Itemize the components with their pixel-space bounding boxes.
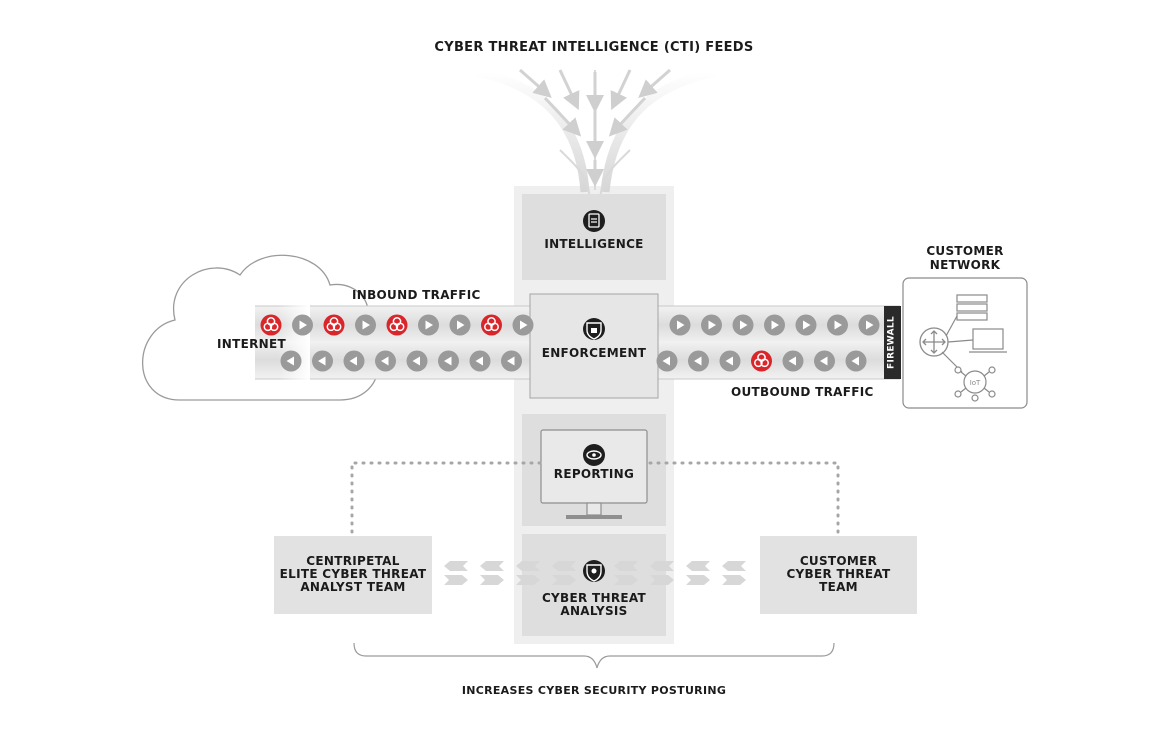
firewall-label: FIREWALL	[886, 316, 897, 369]
outbound-token-arrow	[406, 350, 428, 372]
exchange-arrow	[444, 575, 468, 585]
inbound-token-threat	[481, 314, 502, 336]
outbound-token-threat	[751, 350, 772, 372]
inbound-token-arrow	[858, 314, 880, 336]
outbound-token-arrow	[814, 350, 835, 372]
enforcement-icon	[583, 318, 605, 340]
analysis-panel	[522, 534, 666, 636]
exchange-arrow	[650, 575, 674, 585]
enforcement-box	[529, 293, 659, 399]
iot-icon	[941, 351, 996, 402]
laptop-icon	[947, 328, 1007, 353]
centripetal-team-line3: ANALYST TEAM	[300, 580, 406, 594]
exchange-arrow	[686, 575, 710, 585]
customer-network-label-line1: CUSTOMER	[926, 244, 1004, 258]
internet-label: INTERNET	[217, 337, 286, 351]
centripetal-team-box	[274, 536, 432, 614]
inbound-token-arrow	[512, 314, 534, 336]
inbound-token-threat	[323, 314, 345, 336]
inbound-token-arrow	[355, 314, 376, 336]
exchange-arrow	[480, 575, 504, 585]
exchange-arrow	[722, 561, 746, 571]
inbound-token-threat	[260, 314, 282, 336]
exchange-arrow	[516, 575, 540, 585]
inbound-token-arrow	[764, 314, 785, 336]
customer-team-line1: CUSTOMER	[799, 554, 878, 568]
intelligence-box	[522, 194, 666, 280]
inbound-token-arrow	[732, 314, 754, 336]
customer-team-line3: TEAM	[819, 580, 858, 594]
centripetal-team-line2: ELITE CYBER THREAT	[279, 567, 427, 581]
outbound-token-arrow	[312, 350, 333, 372]
dotted-loop-left	[350, 461, 542, 534]
inbound-token-arrow	[449, 314, 471, 336]
cti-feeds-title: CYBER THREAT INTELLIGENCE (CTI) FEEDS	[434, 40, 754, 55]
outbound-token-arrow	[719, 350, 741, 372]
firewall-bar	[884, 306, 901, 379]
monitor-base	[566, 515, 622, 519]
footer-label: INCREASES CYBER SECURITY POSTURING	[461, 684, 727, 697]
inbound-token-arrow	[795, 314, 817, 336]
outbound-traffic-label: OUTBOUND TRAFFIC	[731, 385, 874, 399]
cti-funnel	[477, 67, 716, 201]
inbound-token-threat	[386, 314, 408, 336]
exchange-arrow	[650, 561, 674, 571]
exchange-arrow	[480, 561, 504, 571]
exchange-arrow	[552, 561, 576, 571]
exchange-arrow	[614, 561, 638, 571]
exchange-arrow	[722, 575, 746, 585]
dotted-loop-right	[646, 461, 840, 534]
outbound-token-arrow	[438, 350, 459, 372]
analysis-label-line1: CYBER THREAT	[541, 591, 647, 605]
customer-network-box	[902, 277, 1028, 409]
iot-label: IoT	[970, 379, 981, 387]
footer-bracket	[353, 642, 835, 669]
analysis-icon	[583, 560, 605, 582]
exchange-arrow	[516, 561, 540, 571]
exchange-arrow	[444, 561, 468, 571]
inbound-token-arrow	[669, 314, 691, 336]
outbound-token-arrow	[375, 350, 396, 372]
outbound-token-arrow	[688, 350, 709, 372]
intelligence-icon	[583, 210, 605, 232]
outbound-token-arrow	[782, 350, 804, 372]
reporting-icon	[583, 444, 605, 466]
inbound-token-arrow	[827, 314, 848, 336]
outbound-token-arrow	[469, 350, 491, 372]
intelligence-label: INTELLIGENCE	[544, 237, 644, 251]
outbound-token-arrow	[280, 350, 302, 372]
outbound-token-arrow	[845, 350, 867, 372]
analysis-label-line2: ANALYSIS	[560, 604, 628, 618]
inbound-traffic-label: INBOUND TRAFFIC	[352, 288, 481, 302]
inbound-token-arrow	[701, 314, 722, 336]
outbound-token-arrow	[343, 350, 365, 372]
inbound-token-arrow	[418, 314, 439, 336]
exchange-arrow	[686, 561, 710, 571]
reporting-label: REPORTING	[553, 467, 635, 481]
exchange-arrow	[552, 575, 576, 585]
customer-team-box	[760, 536, 917, 614]
router-icon	[919, 327, 949, 357]
enforcement-label: ENFORCEMENT	[541, 346, 647, 360]
customer-network-label-line2: NETWORK	[929, 258, 1001, 272]
customer-team-line2: CYBER THREAT	[786, 567, 891, 581]
outbound-token-arrow	[656, 350, 678, 372]
outbound-token-arrow	[501, 350, 522, 372]
inbound-token-arrow	[292, 314, 313, 336]
server-icon	[945, 294, 988, 337]
centripetal-team-line1: CENTRIPETAL	[306, 554, 400, 568]
exchange-arrow	[614, 575, 638, 585]
